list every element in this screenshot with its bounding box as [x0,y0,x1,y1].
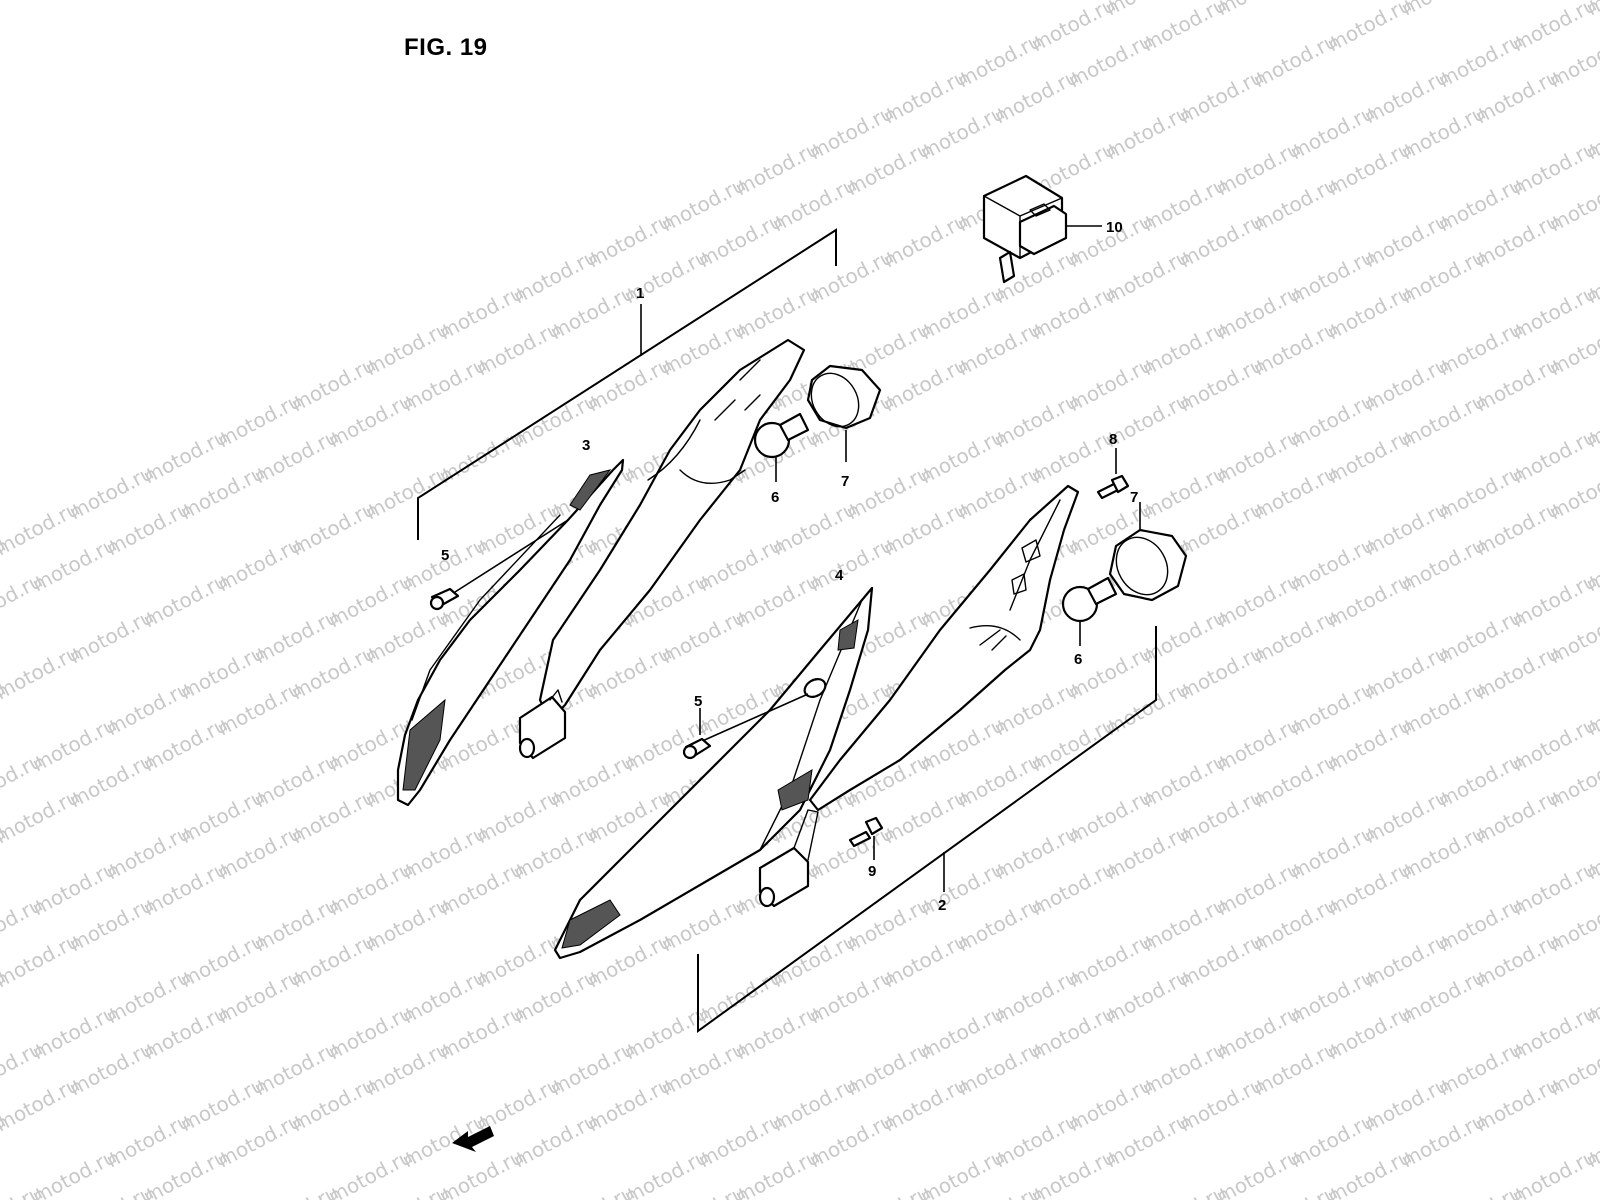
callout-5-left: 5 [441,547,449,564]
group-bracket-2 [697,626,1157,1033]
callout-10: 10 [1106,219,1123,236]
callout-9: 9 [868,863,876,880]
watermark-text: motod.ru [1397,0,1489,20]
figure-title: FIG. 19 [404,34,488,61]
bulb-left-part-6[interactable] [753,412,810,482]
housing-left-body[interactable] [518,338,806,760]
group-bracket-1 [417,228,837,540]
socket-left-part-7[interactable] [802,364,882,462]
bolt-part-9[interactable] [848,816,884,860]
callout-5-right: 5 [694,693,702,710]
watermark-text: motod.ru [1212,0,1304,20]
bolt-part-8[interactable] [1096,448,1130,500]
front-arrow-icon [452,1126,494,1152]
callout-7-right: 7 [1130,489,1138,506]
callout-1: 1 [636,285,644,302]
callout-7-left: 7 [841,473,849,490]
socket-right-part-7[interactable] [1106,502,1188,604]
callout-4: 4 [835,567,844,584]
screw-left-part-5[interactable] [429,519,569,611]
flasher-relay-part-10[interactable] [982,174,1102,284]
callout-6-right: 6 [1074,651,1082,668]
housing-right-body[interactable] [758,484,1080,908]
callout-8: 8 [1109,431,1117,448]
lens-left-part-3[interactable] [396,458,625,807]
bulb-right-part-6[interactable] [1061,576,1118,646]
callout-6-left: 6 [771,489,779,506]
screw-right-part-5[interactable] [682,693,809,760]
lens-right-part-4[interactable] [553,586,874,960]
callout-3: 3 [582,437,590,454]
callout-2: 2 [938,897,946,914]
